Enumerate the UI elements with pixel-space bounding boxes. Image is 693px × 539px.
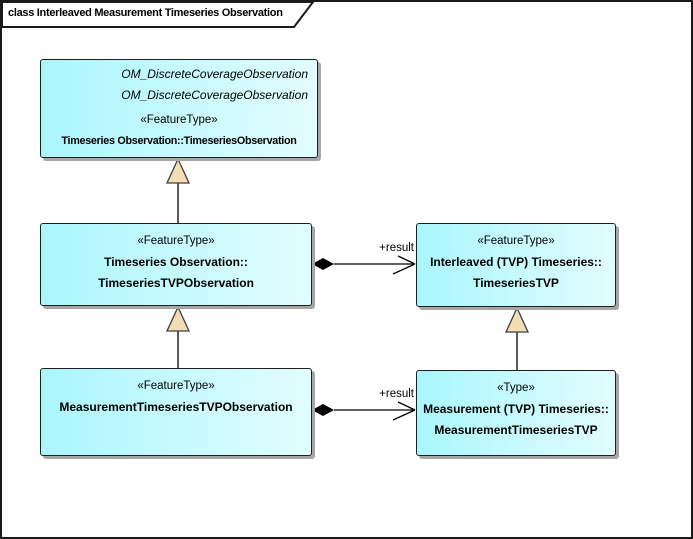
hollow-triangle-icon — [165, 305, 191, 332]
parent-class-name: OM_DiscreteCoverageObservation — [121, 88, 308, 102]
open-arrowhead-icon — [392, 255, 416, 275]
class-name: MeasurementTimeseriesTVP — [434, 423, 598, 437]
hollow-triangle-icon — [165, 157, 191, 184]
generalization-edge-1 — [165, 157, 191, 223]
generalization-edge-3 — [504, 306, 530, 370]
class-box-timeseries-tvp[interactable]: «FeatureType» Interleaved (TVP) Timeseri… — [416, 223, 616, 307]
composition-diamond-icon — [312, 404, 334, 416]
class-box-measurement-timeseries-tvp[interactable]: «Type» Measurement (TVP) Timeseries:: Me… — [416, 370, 616, 456]
class-name: TimeseriesTVP — [473, 276, 559, 290]
generalization-edge-2 — [165, 305, 191, 368]
class-stereotype: «FeatureType» — [137, 380, 215, 392]
open-arrowhead-icon — [392, 401, 416, 421]
class-box-timeseries-tvp-observation[interactable]: «FeatureType» Timeseries Observation:: T… — [40, 223, 312, 306]
composition-edge-1 — [312, 255, 416, 275]
parent-class-name: OM_DiscreteCoverageObservation — [121, 67, 308, 81]
hollow-triangle-icon — [504, 306, 530, 333]
class-stereotype: «FeatureType» — [477, 235, 555, 247]
composition-diamond-icon — [312, 258, 334, 270]
class-box-measurement-timeseries-tvp-observation[interactable]: «FeatureType» MeasurementTimeseriesTVPOb… — [40, 368, 312, 456]
edge-label-result-top: +result — [379, 242, 414, 254]
diagram-title: class Interleaved Measurement Timeseries… — [8, 7, 283, 19]
edge-label-result-bottom: +result — [379, 388, 414, 400]
class-box-timeseries-observation[interactable]: OM_DiscreteCoverageObservation OM_Discre… — [40, 59, 318, 158]
class-name: Measurement (TVP) Timeseries:: — [423, 402, 609, 416]
composition-edge-2 — [312, 401, 416, 421]
class-name: MeasurementTimeseriesTVPObservation — [59, 400, 293, 414]
class-stereotype: «FeatureType» — [137, 235, 215, 247]
class-name: TimeseriesTVPObservation — [98, 276, 254, 290]
class-stereotype: «FeatureType» — [140, 114, 218, 126]
class-name: Interleaved (TVP) Timeseries:: — [430, 255, 602, 269]
class-name: Timeseries Observation:: — [104, 255, 248, 269]
class-stereotype: «Type» — [497, 382, 535, 394]
class-name: Timeseries Observation::TimeseriesObserv… — [61, 135, 297, 147]
